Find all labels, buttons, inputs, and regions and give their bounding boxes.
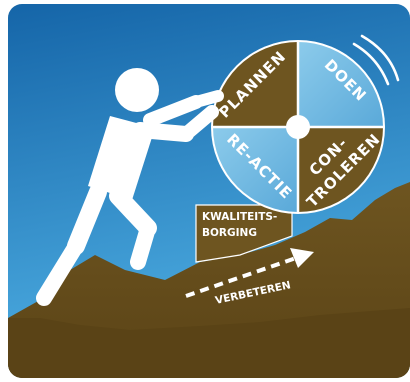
pdca-wheel: PLANNEN DOEN CON- TROLEREN RE-ACTIE [211,40,385,214]
quadrant-check [298,127,383,212]
quadrant-plan [213,42,298,127]
wheel-hub [286,115,310,139]
motion-lines-icon [352,34,400,86]
quadrant-act [213,127,298,212]
quadrant-do [298,42,383,127]
wedge-label-line1: KWALITEITS- [202,211,277,223]
wedge-label-line2: BORGING [202,227,257,239]
hill-lower [8,308,410,378]
stick-figure-icon [36,68,224,306]
dashed-arrow-icon [185,248,314,298]
